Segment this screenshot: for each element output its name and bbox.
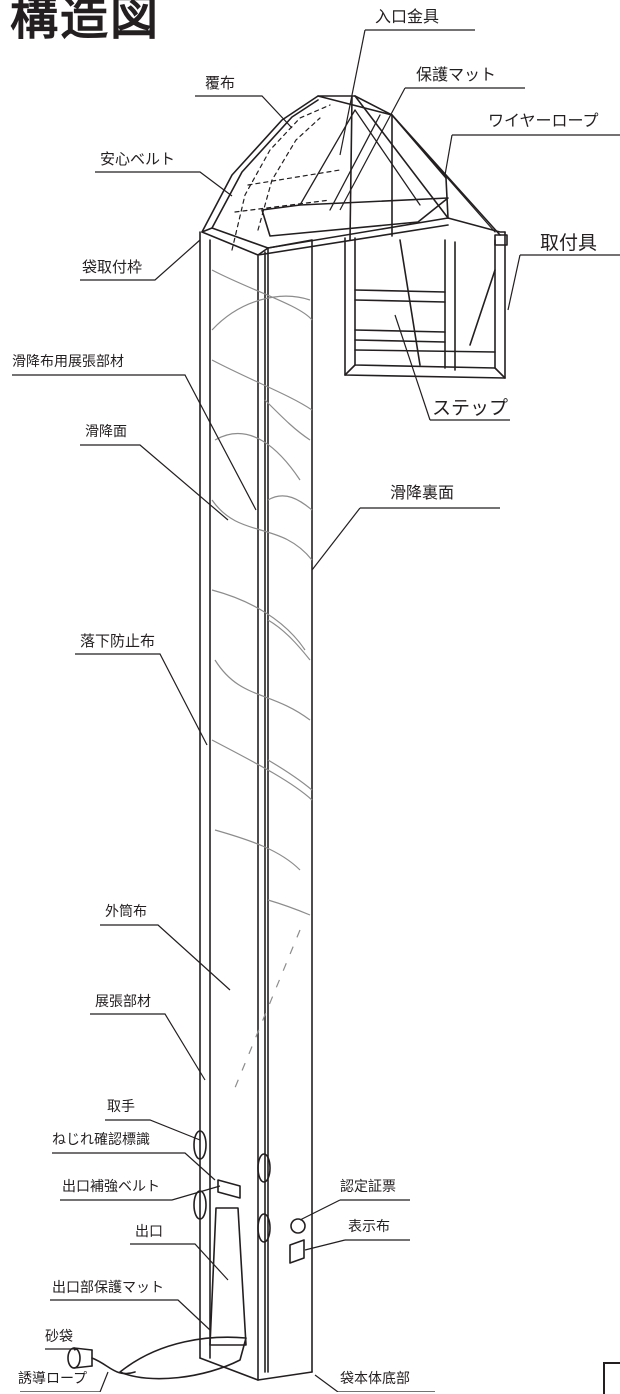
hood-frame: [201, 95, 501, 256]
label-fall-prevention-cloth: 落下防止布: [80, 632, 156, 650]
exit-reinforcement-plate: [217, 1179, 241, 1199]
label-guide-rope: 誘導ロープ: [18, 1371, 88, 1387]
hood-cloth-dashes: [231, 104, 341, 251]
label-expansion-member: 展張部材: [95, 994, 151, 1010]
label-slide-back-surface: 滑降裏面: [390, 483, 455, 502]
label-sandbag: 砂袋: [45, 1329, 73, 1345]
label-wire-rope: ワイヤーロープ: [488, 111, 599, 130]
spiral-slide-sketch: [211, 269, 313, 916]
label-exit-protection-mat: 出口部保護マット: [52, 1280, 164, 1296]
label-bag-body-bottom: 袋本体底部: [340, 1371, 410, 1387]
expansion-member-dashes: [231, 929, 301, 1096]
label-twist-check-mark: ねじれ確認標識: [52, 1132, 150, 1148]
handles: [193, 1130, 271, 1243]
label-handle: 取手: [107, 1099, 135, 1115]
leader-lines: [12, 29, 620, 1392]
sandbag: [67, 1347, 136, 1375]
label-mounting-fixture: 取付具: [540, 232, 598, 254]
corner-box-fragment: [603, 1362, 620, 1394]
diagram-title: 構造図: [10, 0, 161, 46]
label-slide-surface: 滑降面: [85, 424, 127, 440]
label-safety-belt: 安心ベルト: [100, 150, 176, 168]
mounting-bracket: [344, 217, 508, 379]
label-exit: 出口: [135, 1224, 163, 1240]
label-display-cloth: 表示布: [348, 1219, 390, 1235]
label-exit-reinforcement-belt: 出口補強ベルト: [62, 1179, 160, 1195]
exit-opening: [209, 1207, 247, 1346]
exit-protection-mat: [119, 1336, 247, 1380]
label-outer-tube-cloth: 外筒布: [105, 904, 147, 920]
label-step: ステップ: [432, 397, 509, 419]
label-slide-cloth-expansion-member: 滑降布用展張部材: [12, 354, 124, 370]
chute-tube: [199, 231, 313, 1381]
label-entrance-fitting: 入口金具: [375, 7, 440, 26]
label-certification-label: 認定証票: [340, 1179, 396, 1195]
label-protective-mat: 保護マット: [416, 65, 497, 84]
protective-mat: [261, 197, 449, 237]
wire-rope: [391, 114, 496, 233]
label-bag-mounting-frame: 袋取付枠: [82, 258, 143, 276]
certification-label: [290, 1218, 306, 1234]
label-cover-cloth: 覆布: [205, 74, 236, 92]
display-cloth: [289, 1239, 305, 1264]
